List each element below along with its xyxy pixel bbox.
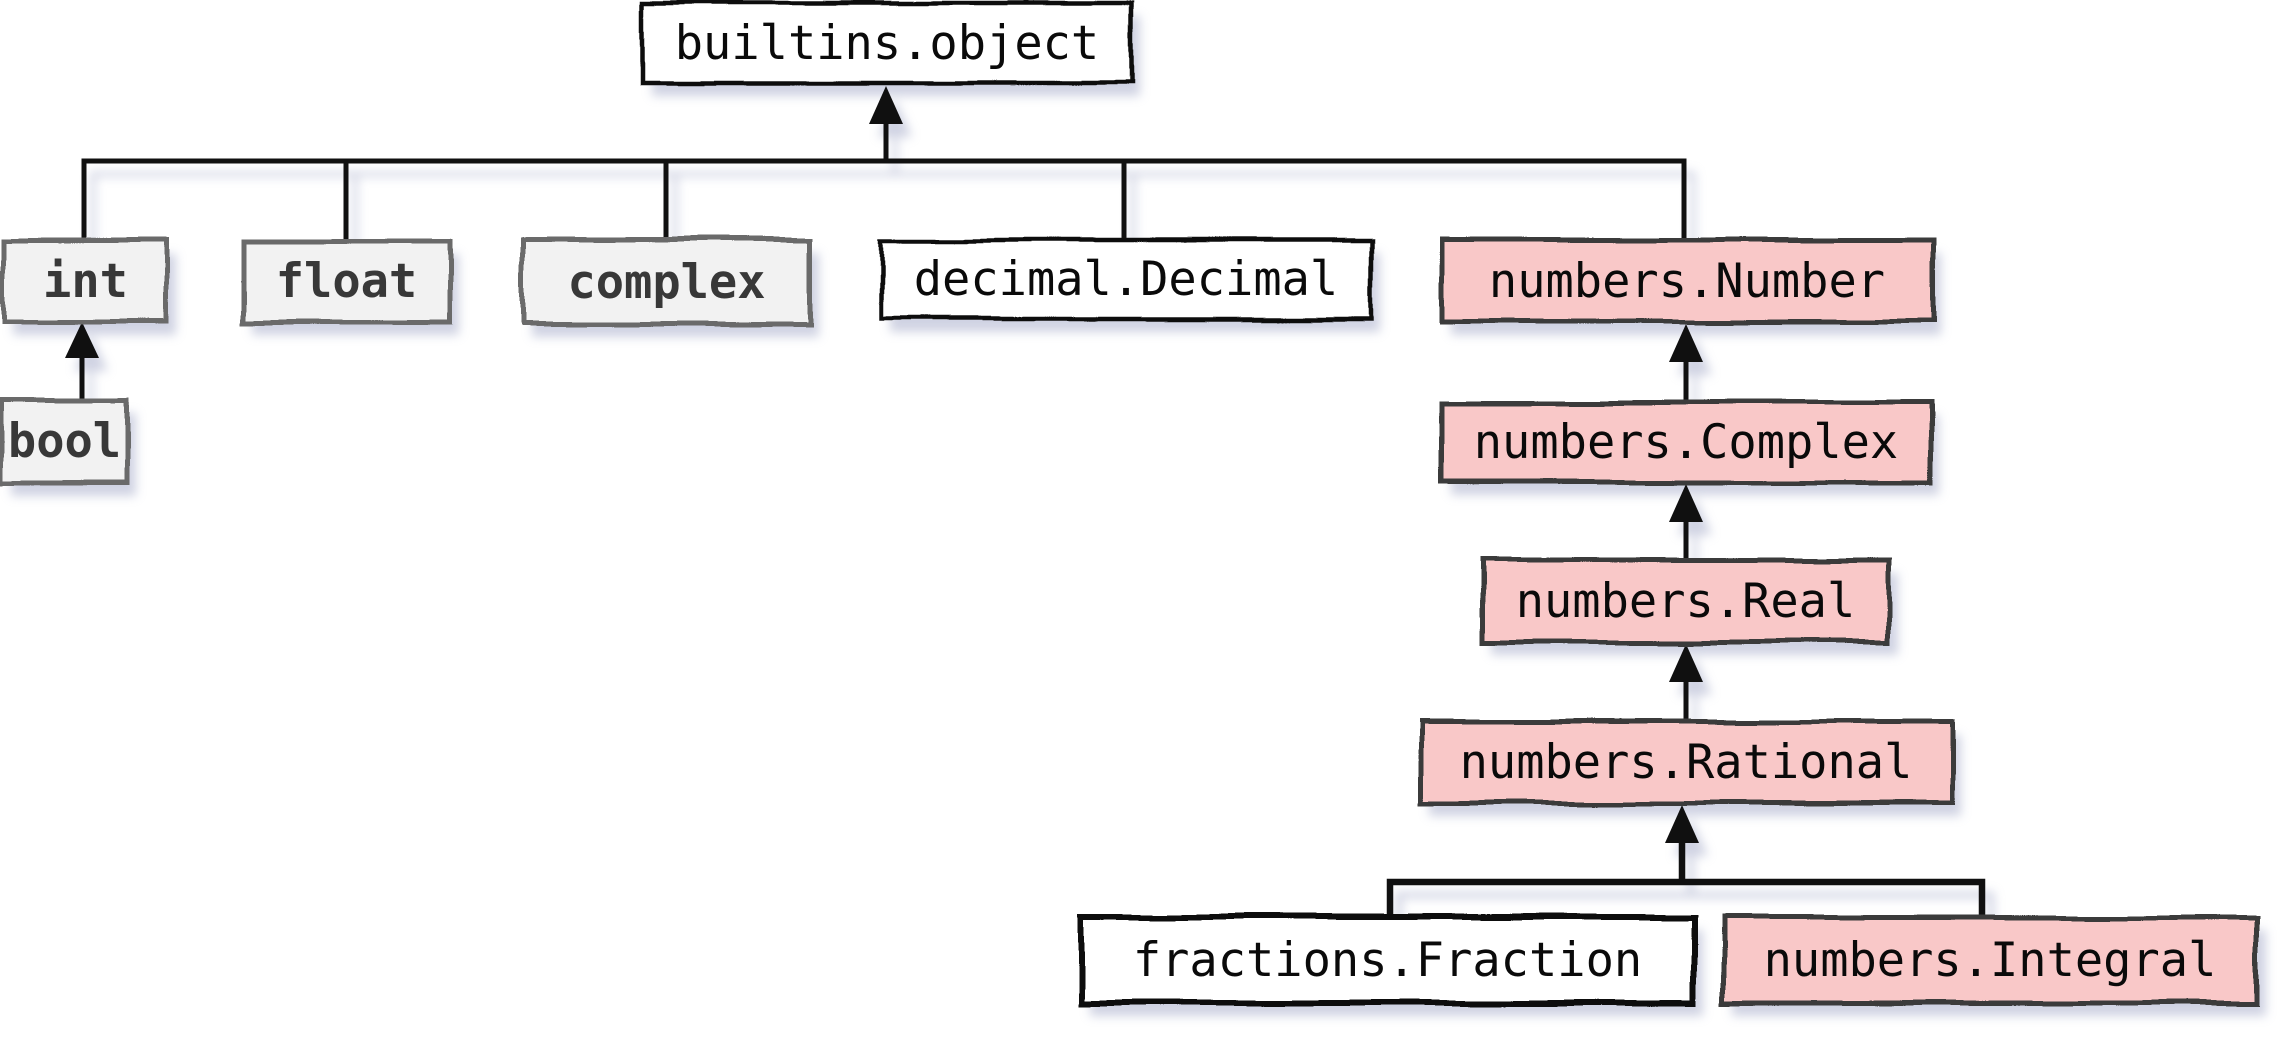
node-boxes	[0, 0, 2260, 1006]
node-box-numbers-complex	[1439, 399, 1933, 485]
shadow-layer	[11, 16, 2266, 1016]
node-box-numbers-rational	[1417, 719, 1955, 806]
node-label-numbers-real: numbers.Real	[1515, 573, 1856, 629]
node-box-numbers-number	[1439, 237, 1935, 325]
node-label-numbers-complex: numbers.Complex	[1473, 414, 1899, 470]
node-label-complex: complex	[567, 254, 766, 310]
node-box-decimal-decimal	[878, 237, 1374, 322]
node-box-bool	[0, 397, 130, 486]
node-box-numbers-real	[1479, 557, 1892, 645]
node-label-numbers-number: numbers.Number	[1488, 253, 1886, 309]
node-label-numbers-rational: numbers.Rational	[1459, 735, 1913, 790]
node-box-fractions-fraction	[1078, 914, 1697, 1006]
node-box-complex	[520, 237, 813, 327]
node-box-int	[1, 238, 170, 325]
node-label-float: float	[275, 254, 418, 309]
node-box-builtins-object	[640, 0, 1134, 86]
node-label-fractions-fraction: fractions.Fraction	[1132, 932, 1643, 988]
node-label-numbers-integral: numbers.Integral	[1763, 932, 2217, 988]
node-label-bool: bool	[7, 414, 122, 469]
node-label-decimal-decimal: decimal.Decimal	[913, 252, 1339, 307]
node-box-numbers-integral	[1720, 914, 2260, 1006]
node-box-float	[240, 238, 453, 325]
node-label-int: int	[43, 254, 128, 309]
node-label-builtins-object: builtins.object	[674, 15, 1100, 71]
